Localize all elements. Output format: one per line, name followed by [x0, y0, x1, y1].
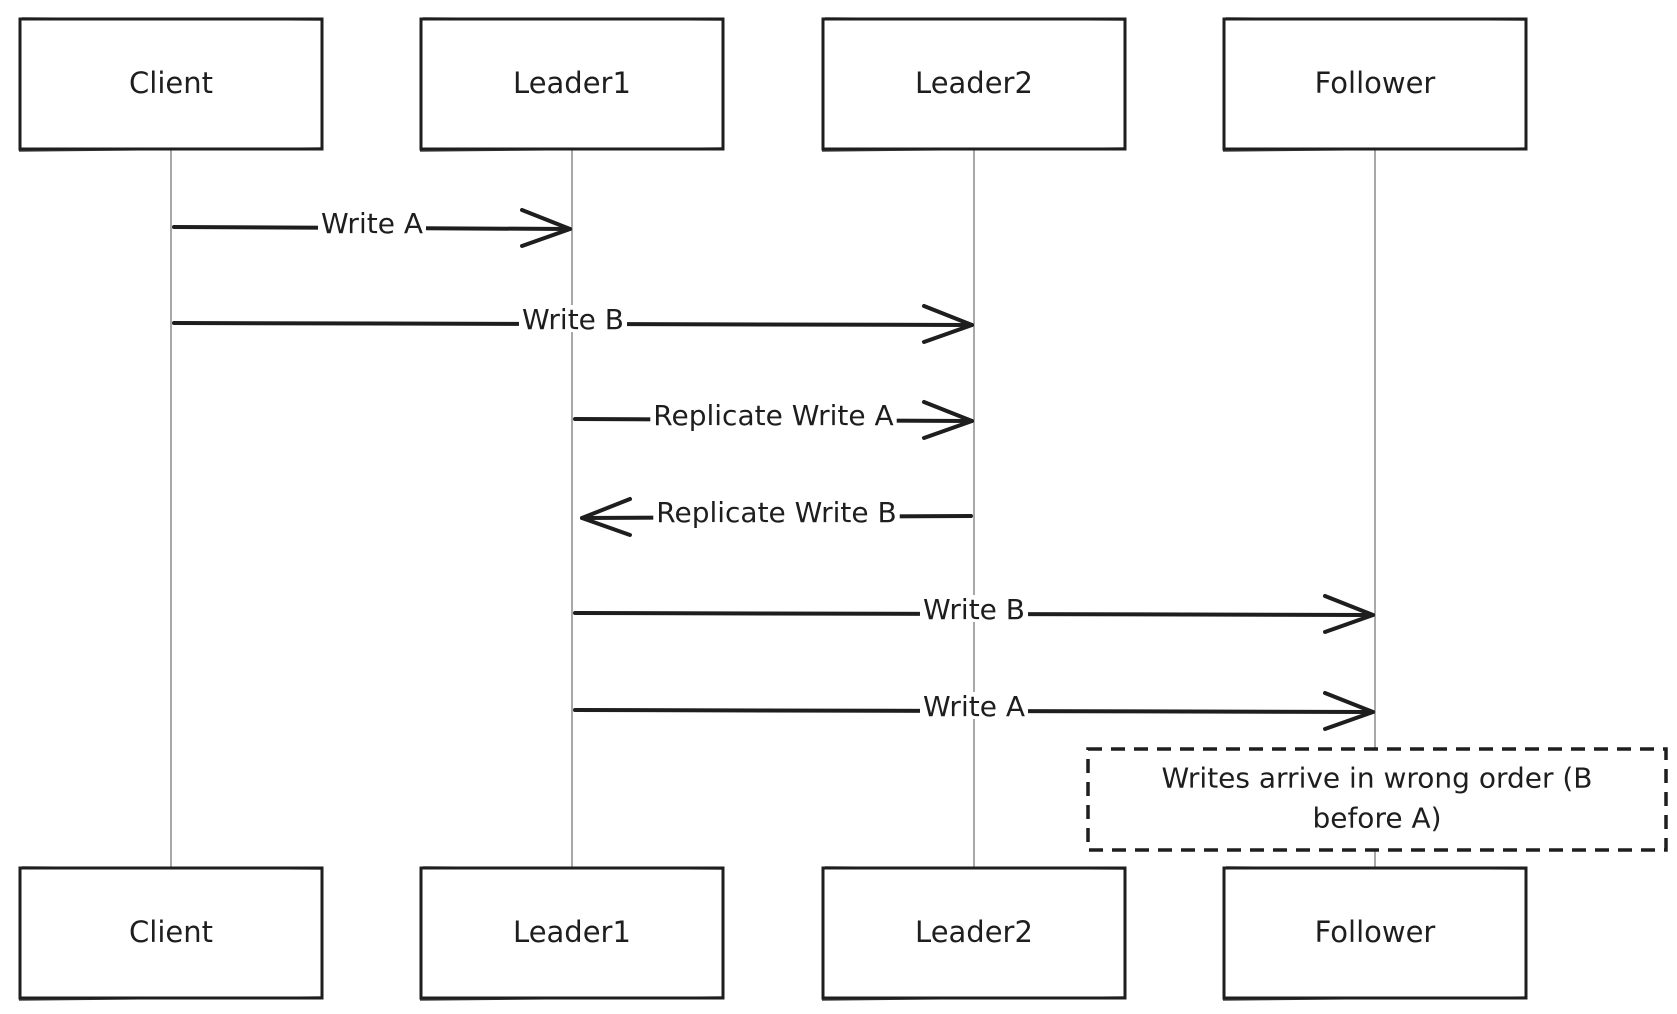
- message-arrowhead: [580, 497, 632, 537]
- actor-box-sketch: [821, 866, 1127, 1001]
- message-label-bg: [919, 595, 1029, 622]
- actor-box: [1222, 17, 1528, 151]
- message-label: Replicate Write A: [653, 399, 893, 432]
- actor-box: [18, 17, 324, 151]
- actor-leader2-top: Leader2: [821, 17, 1127, 152]
- actor-follower-top: Follower: [1222, 17, 1528, 152]
- actor-leader1-top: Leader1: [419, 17, 725, 152]
- actor-label: Follower: [1315, 66, 1436, 100]
- message-arrowhead: [520, 208, 572, 248]
- message-5: Write B: [573, 593, 1375, 634]
- message-2: Write B: [172, 303, 974, 344]
- actor-follower-bottom: Follower: [1222, 866, 1528, 1001]
- message-arrowhead: [922, 304, 974, 344]
- actor-label: Leader1: [513, 66, 631, 100]
- message-4: Replicate Write B: [580, 496, 973, 537]
- actor-label: Client: [129, 66, 213, 100]
- actor-leader2-bottom: Leader2: [821, 866, 1127, 1001]
- actor-client-bottom: Client: [18, 866, 324, 1001]
- message-label: Write A: [923, 690, 1025, 723]
- actor-label: Leader2: [915, 66, 1033, 100]
- message-label-bg: [650, 401, 897, 428]
- actor-label: Leader2: [915, 915, 1033, 949]
- actor-box: [1222, 866, 1528, 1000]
- actor-box: [419, 866, 725, 1000]
- message-arrowhead: [1323, 594, 1375, 634]
- message-label: Write B: [522, 303, 624, 336]
- actors-top: Client Leader1 Leader2 Follower: [18, 17, 1528, 152]
- actor-box-sketch: [419, 866, 725, 1001]
- message-3: Replicate Write A: [573, 399, 974, 440]
- actor-label: Leader1: [513, 915, 631, 949]
- actor-box-sketch: [18, 866, 324, 1001]
- actor-box-sketch: [419, 17, 725, 152]
- message-6: Write A: [573, 690, 1375, 731]
- message-label: Write B: [923, 593, 1025, 626]
- note-box: [1086, 747, 1668, 852]
- message-label-bg: [318, 209, 426, 236]
- message-label-bg: [920, 692, 1028, 719]
- note: Writes arrive in wrong order (B before A): [1086, 747, 1668, 852]
- actor-box: [821, 17, 1127, 151]
- message-arrowhead: [922, 400, 974, 440]
- actor-leader1-bottom: Leader1: [419, 866, 725, 1001]
- message-label: Write A: [321, 207, 423, 240]
- actor-label: Client: [129, 915, 213, 949]
- note-text-line: before A): [1312, 802, 1441, 835]
- message-label-bg: [518, 305, 628, 332]
- note-text-line: Writes arrive in wrong order (B: [1161, 762, 1592, 795]
- message-label: Replicate Write B: [656, 496, 896, 529]
- message-arrowhead: [1323, 691, 1375, 731]
- actor-box-sketch: [18, 17, 324, 152]
- actor-box-sketch: [821, 17, 1127, 152]
- note-over-follower: Writes arrive in wrong order (B before A): [1086, 747, 1668, 852]
- message-label-bg: [653, 498, 900, 525]
- actor-label: Follower: [1315, 915, 1436, 949]
- actor-box: [419, 17, 725, 151]
- actor-box-sketch: [1222, 17, 1528, 152]
- messages: Write A Write B Replicate Write A Replicate…: [172, 207, 1375, 731]
- actor-box-sketch: [1222, 866, 1528, 1001]
- actors-bottom: Client Leader1 Leader2 Follower: [18, 866, 1528, 1001]
- actor-client-top: Client: [18, 17, 324, 152]
- message-1: Write A: [172, 207, 572, 248]
